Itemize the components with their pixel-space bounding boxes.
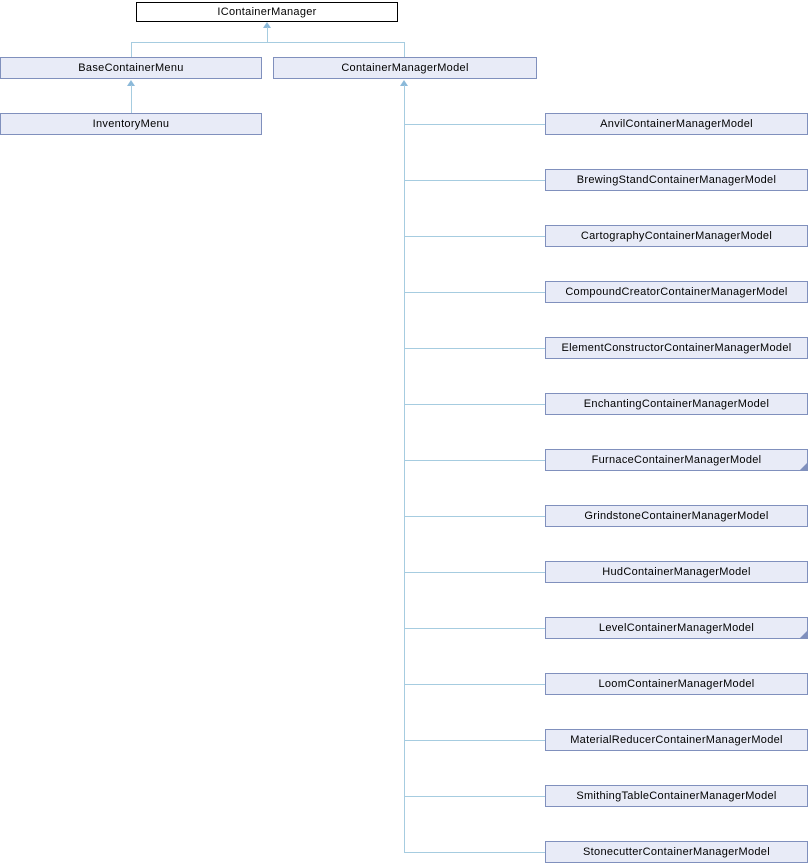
class-label: LoomContainerManagerModel (598, 678, 755, 690)
class-label: SmithingTableContainerManagerModel (576, 790, 777, 802)
class-label: MaterialReducerContainerManagerModel (570, 734, 783, 746)
edge-root-crossbar (131, 42, 405, 43)
edge-model-trunk (404, 85, 405, 853)
edge-branch-compound-creator (404, 292, 545, 293)
class-label: ContainerManagerModel (341, 62, 469, 74)
arrowhead-icon (263, 22, 271, 28)
node-grindstone-container-manager-model[interactable]: GrindstoneContainerManagerModel (545, 505, 808, 527)
subclasses-indicator-icon (800, 631, 807, 638)
node-smithing-table-container-manager-model[interactable]: SmithingTableContainerManagerModel (545, 785, 808, 807)
node-level-container-manager-model[interactable]: LevelContainerManagerModel (545, 617, 808, 639)
node-brewing-stand-container-manager-model[interactable]: BrewingStandContainerManagerModel (545, 169, 808, 191)
edge-branch-hud (404, 572, 545, 573)
arrowhead-icon (400, 80, 408, 86)
class-label: InventoryMenu (92, 118, 170, 130)
node-material-reducer-container-manager-model[interactable]: MaterialReducerContainerManagerModel (545, 729, 808, 751)
node-furnace-container-manager-model[interactable]: FurnaceContainerManagerModel (545, 449, 808, 471)
edge-branch-cartography (404, 236, 545, 237)
edge-branch-level (404, 628, 545, 629)
edge-root-stub (267, 27, 268, 42)
node-container-manager-model[interactable]: ContainerManagerModel (273, 57, 537, 79)
class-label: BrewingStandContainerManagerModel (576, 174, 777, 186)
class-label: CartographyContainerManagerModel (580, 230, 773, 242)
class-label: EnchantingContainerManagerModel (583, 398, 770, 410)
node-inventory-menu[interactable]: InventoryMenu (0, 113, 262, 135)
edge-branch-element-constructor (404, 348, 545, 349)
node-hud-container-manager-model[interactable]: HudContainerManagerModel (545, 561, 808, 583)
edge-branch-material-reducer (404, 740, 545, 741)
node-base-container-menu[interactable]: BaseContainerMenu (0, 57, 262, 79)
class-label: ElementConstructorContainerManagerModel (561, 342, 792, 354)
edge-branch-furnace (404, 460, 545, 461)
node-enchanting-container-manager-model[interactable]: EnchantingContainerManagerModel (545, 393, 808, 415)
class-label: AnvilContainerManagerModel (600, 118, 753, 130)
edge-to-inventorymenu (131, 85, 132, 113)
class-label: HudContainerManagerModel (602, 566, 751, 578)
node-anvil-container-manager-model[interactable]: AnvilContainerManagerModel (545, 113, 808, 135)
edge-to-containermanagermodel (404, 42, 405, 57)
edge-branch-enchanting (404, 404, 545, 405)
edge-branch-brewing-stand (404, 180, 545, 181)
edge-branch-anvil (404, 124, 545, 125)
node-element-constructor-container-manager-model[interactable]: ElementConstructorContainerManagerModel (545, 337, 808, 359)
arrowhead-icon (127, 80, 135, 86)
node-icontainermanager[interactable]: IContainerManager (136, 2, 398, 22)
class-label: IContainerManager (217, 6, 317, 18)
edge-branch-loom (404, 684, 545, 685)
class-label: FurnaceContainerManagerModel (591, 454, 762, 466)
node-compound-creator-container-manager-model[interactable]: CompoundCreatorContainerManagerModel (545, 281, 808, 303)
subclasses-indicator-icon (800, 463, 807, 470)
node-cartography-container-manager-model[interactable]: CartographyContainerManagerModel (545, 225, 808, 247)
edge-branch-stonecutter (404, 852, 545, 853)
edge-to-basecontainermenu (131, 42, 132, 57)
class-label: LevelContainerManagerModel (598, 622, 755, 634)
edge-branch-smithing-table (404, 796, 545, 797)
node-loom-container-manager-model[interactable]: LoomContainerManagerModel (545, 673, 808, 695)
class-label: BaseContainerMenu (78, 62, 184, 74)
class-label: CompoundCreatorContainerManagerModel (565, 286, 788, 298)
edge-branch-grindstone (404, 516, 545, 517)
node-stonecutter-container-manager-model[interactable]: StonecutterContainerManagerModel (545, 841, 808, 863)
class-label: GrindstoneContainerManagerModel (584, 510, 769, 522)
class-label: StonecutterContainerManagerModel (583, 846, 770, 858)
